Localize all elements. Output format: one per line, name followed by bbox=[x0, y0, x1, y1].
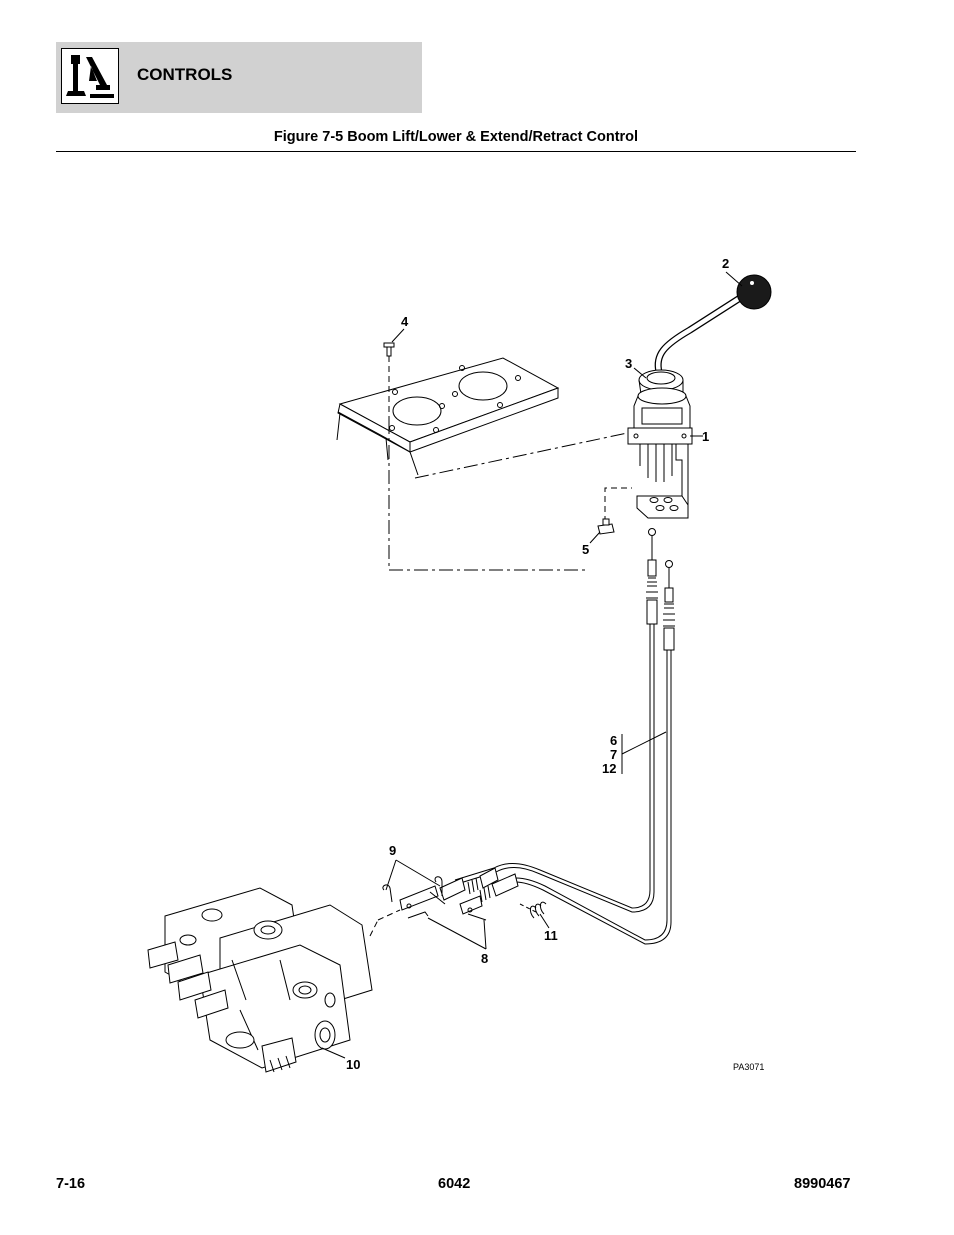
control-valve bbox=[147, 887, 373, 1073]
document-part-number: 8990467 bbox=[794, 1176, 851, 1192]
joystick-controller bbox=[627, 274, 772, 519]
section-title: CONTROLS bbox=[137, 65, 233, 84]
model-number: 6042 bbox=[438, 1176, 471, 1192]
nut-part-5 bbox=[597, 518, 615, 535]
callout-10: 10 bbox=[346, 1057, 360, 1072]
header-rule bbox=[56, 151, 856, 152]
mounting-plate bbox=[336, 357, 560, 476]
callout-3: 3 bbox=[625, 356, 632, 371]
clip-part-11 bbox=[519, 901, 547, 919]
callout-2: 2 bbox=[722, 256, 729, 271]
callout-6: 6 bbox=[610, 733, 617, 748]
page-number: 7-16 bbox=[56, 1176, 86, 1192]
controls-joystick-icon bbox=[61, 48, 119, 104]
callout-4: 4 bbox=[401, 314, 409, 329]
callout-1: 1 bbox=[702, 429, 709, 444]
callout-12: 12 bbox=[602, 761, 616, 776]
callout-8: 8 bbox=[481, 951, 488, 966]
callout-7: 7 bbox=[610, 747, 617, 762]
callout-11: 11 bbox=[544, 928, 558, 943]
callout-9: 9 bbox=[389, 843, 396, 858]
callout-5: 5 bbox=[582, 542, 589, 557]
screw-part-4 bbox=[383, 342, 395, 420]
section-header: CONTROLS bbox=[56, 42, 422, 113]
figure-title: Figure 7-5 Boom Lift/Lower & Extend/Retr… bbox=[273, 129, 639, 145]
figure-code: PA3071 bbox=[733, 1062, 764, 1072]
cable-end-fittings bbox=[369, 867, 519, 937]
